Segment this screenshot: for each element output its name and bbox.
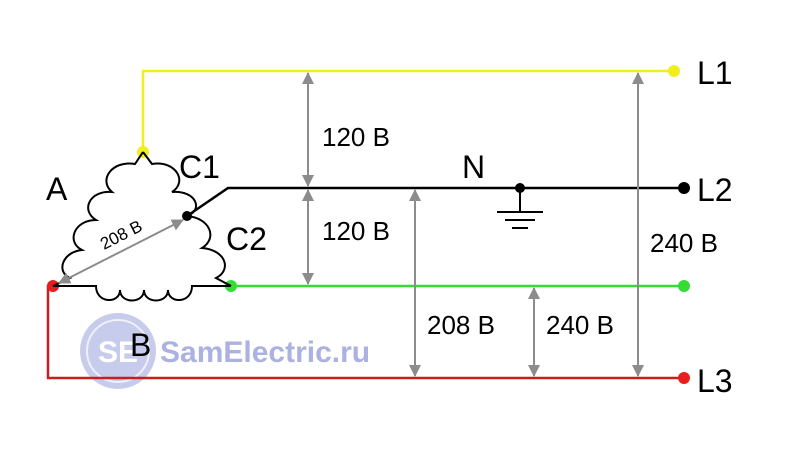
terminal-c2-label: C2	[226, 221, 267, 257]
watermark: SE SamElectric.ru	[80, 313, 370, 389]
l1-dot	[668, 65, 680, 77]
voltage-upper-half-label: 120 В	[322, 122, 390, 152]
watermark-text: SamElectric.ru	[160, 336, 370, 369]
coil-b	[53, 285, 231, 302]
line-l3-label: L3	[697, 363, 733, 399]
watermark-logo-text: SE	[98, 336, 138, 369]
voltage-c2-l3-label: 240 В	[546, 310, 614, 340]
line-l2-label: L2	[697, 172, 733, 208]
l2-dot	[678, 182, 690, 194]
voltage-lower-half-label: 120 В	[322, 216, 390, 246]
arrow-coil-diag	[58, 219, 184, 284]
watermark-logo-circle	[80, 313, 156, 389]
terminal-b-label: B	[130, 327, 151, 363]
line-l1-label: L1	[697, 55, 733, 91]
neutral-label: N	[462, 149, 485, 185]
terminal-a-label: A	[46, 171, 68, 207]
c2-end-dot	[678, 280, 690, 292]
voltage-arrows	[58, 72, 644, 377]
l2-wire	[186, 186, 684, 218]
voltage-l2-l3-label: 208 В	[427, 310, 495, 340]
coil-c	[142, 151, 232, 287]
voltage-l1-l3-label: 240 В	[650, 228, 718, 258]
ground-icon	[497, 188, 543, 229]
l3-dot	[678, 372, 690, 384]
voltage-coil-diag-label: 208 В	[97, 216, 145, 253]
l1-wire	[141, 69, 674, 152]
terminal-c1-label: C1	[179, 149, 220, 185]
